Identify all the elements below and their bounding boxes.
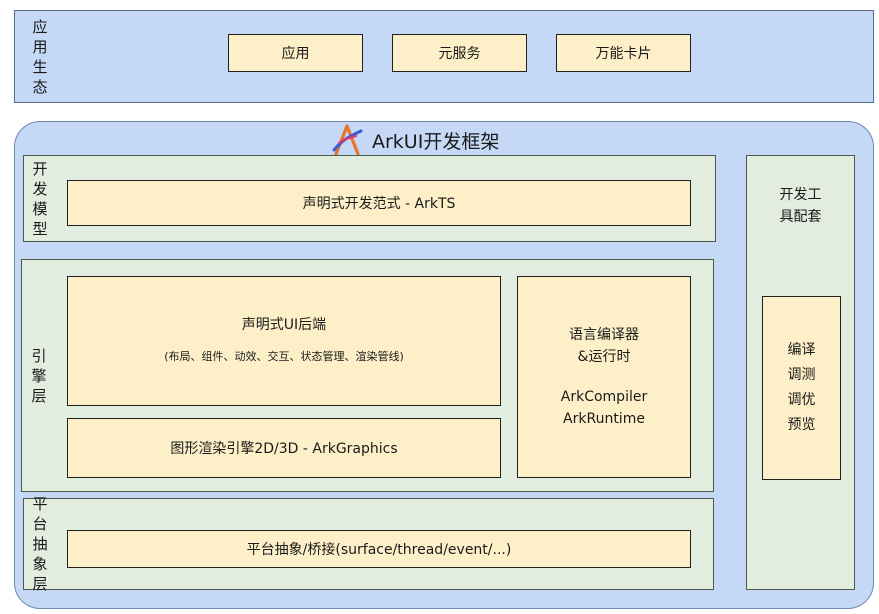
tool-item-debug: 调测: [787, 367, 816, 383]
declarative-arkts-box: 声明式开发范式 - ArkTS: [67, 180, 691, 226]
engine-layer-label: 引擎层: [31, 347, 47, 405]
ecosystem-label: 应用生态: [32, 18, 48, 96]
declarative-ui-backend-box: 声明式UI后端 (布局、组件、动效、交互、状态管理、渲染管线): [67, 276, 501, 406]
arkui-logo-icon: [332, 124, 363, 156]
eco-item-widget-card: 万能卡片: [556, 34, 691, 72]
eco-item-app: 应用: [228, 34, 363, 72]
tool-item-compile: 编译: [787, 342, 816, 358]
tool-item-tune: 调优: [787, 392, 816, 408]
dev-tools-items-box: 编译 调测 调优 预览: [762, 296, 841, 480]
framework-title: ArkUI开发框架: [330, 123, 570, 157]
graphics-engine-box: 图形渲染引擎2D/3D - ArkGraphics: [67, 418, 501, 478]
compiler-line-4: ArkRuntime: [563, 411, 645, 427]
backend-subtitle: (布局、组件、动效、交互、状态管理、渲染管线): [164, 350, 404, 363]
compiler-line-2: &运行时: [577, 349, 631, 365]
backend-title: 声明式UI后端: [241, 317, 327, 333]
framework-title-text: ArkUI开发框架: [372, 130, 500, 153]
platform-bridge-box: 平台抽象/桥接(surface/thread/event/...): [67, 530, 691, 568]
eco-item-atomic-service: 元服务: [392, 34, 527, 72]
dev-tools-title: 开发工 具配套: [746, 184, 855, 228]
dev-tools-title-line-2: 具配套: [779, 209, 822, 225]
compiler-line-3: ArkCompiler: [560, 389, 648, 405]
tool-item-preview: 预览: [787, 417, 816, 433]
platform-layer-label: 平台抽象层: [32, 495, 48, 593]
compiler-line-1: 语言编译器: [569, 327, 639, 343]
dev-tools-title-line-1: 开发工: [779, 187, 822, 203]
compiler-runtime-box: 语言编译器 &运行时 ArkCompiler ArkRuntime: [517, 276, 691, 478]
dev-model-label: 开发模型: [32, 160, 48, 238]
